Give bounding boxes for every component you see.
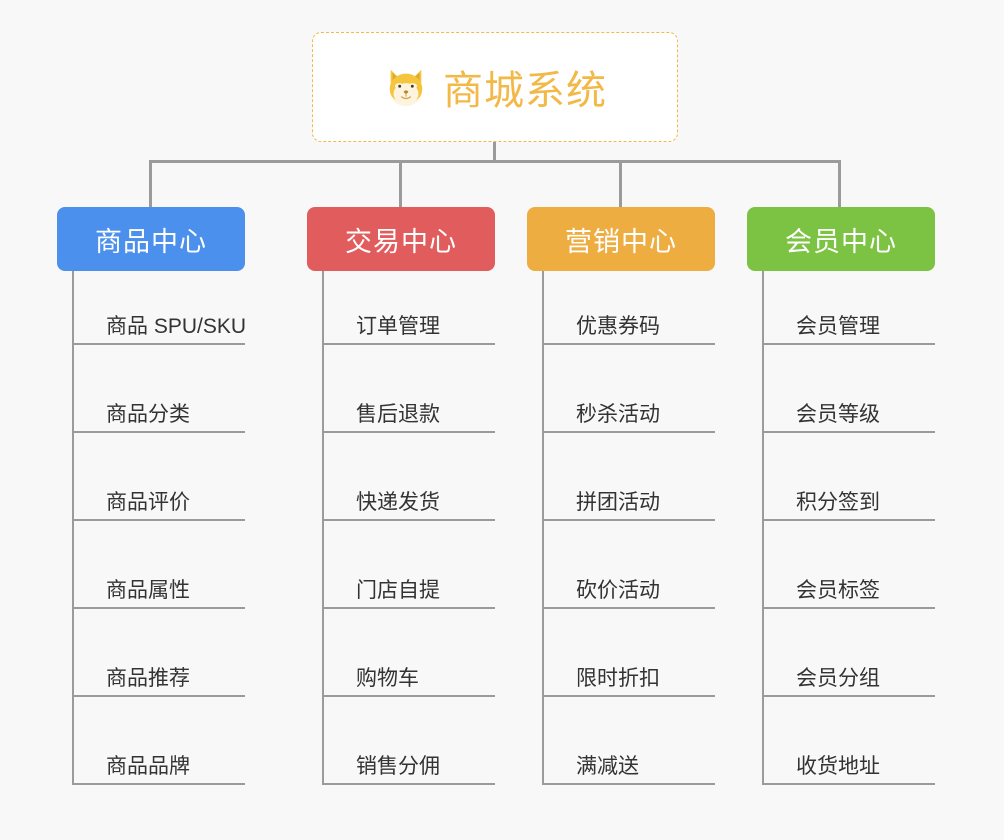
leaf-label: 快递发货	[356, 490, 440, 514]
leaf-list-4: 会员管理 会员等级 积分签到 会员标签 会员分组 收货地址	[762, 271, 935, 785]
leaf-label: 收货地址	[796, 754, 880, 778]
connector-horizontal-bar	[149, 160, 841, 163]
branch-header-label-1: 商品中心	[95, 226, 207, 257]
leaf-item[interactable]: 商品 SPU/SKU	[74, 271, 247, 345]
leaf-item[interactable]: 商品品牌	[74, 697, 245, 785]
leaf-item[interactable]: 秒杀活动	[544, 345, 715, 433]
branch-header-3[interactable]: 营销中心	[527, 207, 715, 271]
leaf-item[interactable]: 积分签到	[764, 433, 935, 521]
leaf-item[interactable]: 会员分组	[764, 609, 935, 697]
connector-root-stem	[493, 142, 496, 163]
leaf-label: 会员标签	[796, 578, 880, 602]
leaf-item[interactable]: 限时折扣	[544, 609, 715, 697]
leaf-item[interactable]: 满减送	[544, 697, 715, 785]
leaf-label: 订单管理	[356, 314, 440, 338]
leaf-item[interactable]: 快递发货	[324, 433, 495, 521]
branch-column-4: 会员中心 会员管理 会员等级 积分签到 会员标签 会员分组 收货地址	[747, 207, 935, 785]
leaf-label: 商品属性	[106, 578, 190, 602]
leaf-label: 商品 SPU/SKU	[106, 314, 247, 338]
leaf-label: 优惠券码	[576, 314, 660, 338]
leaf-label: 商品分类	[106, 402, 190, 426]
leaf-item[interactable]: 商品分类	[74, 345, 245, 433]
branch-header-label-4: 会员中心	[785, 226, 897, 257]
connector-drop-1	[149, 160, 152, 208]
root-title: 商城系统	[443, 69, 607, 113]
leaf-label: 秒杀活动	[576, 402, 660, 426]
connector-drop-2	[399, 160, 402, 208]
leaf-label: 购物车	[356, 666, 419, 690]
branch-column-1: 商品中心 商品 SPU/SKU 商品分类 商品评价 商品属性 商品推荐 商品品牌	[57, 207, 247, 785]
leaf-label: 售后退款	[356, 402, 440, 426]
leaf-item[interactable]: 收货地址	[764, 697, 935, 785]
connector-drop-3	[619, 160, 622, 208]
root-node[interactable]: 商城系统	[312, 32, 678, 142]
leaf-label: 商品品牌	[106, 754, 190, 778]
leaf-list-3: 优惠券码 秒杀活动 拼团活动 砍价活动 限时折扣 满减送	[542, 271, 715, 785]
leaf-item[interactable]: 销售分佣	[324, 697, 495, 785]
connector-drop-4	[838, 160, 841, 208]
branch-header-4[interactable]: 会员中心	[747, 207, 935, 271]
leaf-item[interactable]: 售后退款	[324, 345, 495, 433]
leaf-label: 销售分佣	[356, 754, 440, 778]
leaf-item[interactable]: 会员等级	[764, 345, 935, 433]
branch-column-2: 交易中心 订单管理 售后退款 快递发货 门店自提 购物车 销售分佣	[307, 207, 495, 785]
leaf-item[interactable]: 购物车	[324, 609, 495, 697]
leaf-label: 会员管理	[796, 314, 880, 338]
leaf-item[interactable]: 砍价活动	[544, 521, 715, 609]
leaf-item[interactable]: 商品推荐	[74, 609, 245, 697]
leaf-item[interactable]: 拼团活动	[544, 433, 715, 521]
leaf-label: 会员等级	[796, 402, 880, 426]
leaf-label: 商品推荐	[106, 666, 190, 690]
leaf-label: 满减送	[576, 754, 639, 778]
branch-header-2[interactable]: 交易中心	[307, 207, 495, 271]
leaf-item[interactable]: 商品评价	[74, 433, 245, 521]
leaf-label: 砍价活动	[576, 578, 660, 602]
leaf-item[interactable]: 门店自提	[324, 521, 495, 609]
branch-header-1[interactable]: 商品中心	[57, 207, 245, 271]
leaf-label: 会员分组	[796, 666, 880, 690]
shiba-dog-face-icon	[383, 64, 429, 110]
branch-header-label-3: 营销中心	[565, 226, 677, 257]
leaf-list-2: 订单管理 售后退款 快递发货 门店自提 购物车 销售分佣	[322, 271, 495, 785]
branch-header-label-2: 交易中心	[345, 226, 457, 257]
leaf-label: 积分签到	[796, 490, 880, 514]
leaf-label: 拼团活动	[576, 490, 660, 514]
leaf-item[interactable]: 优惠券码	[544, 271, 715, 345]
branch-column-3: 营销中心 优惠券码 秒杀活动 拼团活动 砍价活动 限时折扣 满减送	[527, 207, 715, 785]
leaf-item[interactable]: 会员管理	[764, 271, 935, 345]
leaf-label: 商品评价	[106, 490, 190, 514]
leaf-label: 门店自提	[356, 578, 440, 602]
leaf-item[interactable]: 订单管理	[324, 271, 495, 345]
leaf-item[interactable]: 会员标签	[764, 521, 935, 609]
leaf-list-1: 商品 SPU/SKU 商品分类 商品评价 商品属性 商品推荐 商品品牌	[72, 271, 247, 785]
leaf-item[interactable]: 商品属性	[74, 521, 245, 609]
leaf-label: 限时折扣	[576, 666, 660, 690]
